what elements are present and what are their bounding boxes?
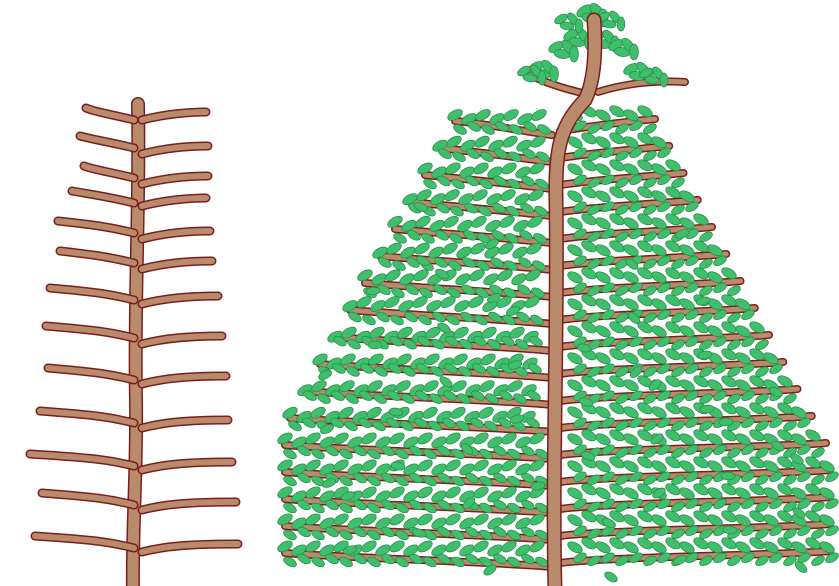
leaf — [472, 161, 490, 177]
leaf — [332, 512, 350, 528]
leaf — [360, 458, 378, 474]
leaf — [472, 431, 490, 447]
leaf — [365, 405, 383, 421]
leaf — [472, 485, 490, 501]
leaf — [451, 352, 469, 368]
leaf — [472, 512, 490, 528]
leaf — [473, 134, 491, 150]
leaf — [617, 17, 625, 31]
leaf — [442, 214, 460, 230]
leaf — [450, 378, 468, 394]
leaf — [570, 46, 579, 62]
leaf — [603, 570, 619, 584]
leaf — [332, 431, 350, 447]
leaf — [360, 512, 378, 528]
bare-branch-left — [40, 411, 134, 423]
leaf — [719, 418, 733, 426]
leaf — [453, 298, 471, 314]
leaf — [450, 474, 466, 488]
leaf — [416, 485, 434, 501]
leaf — [530, 107, 548, 123]
leaf — [416, 458, 434, 474]
leaf — [423, 352, 441, 368]
leaf — [472, 458, 490, 474]
leaf — [472, 539, 490, 555]
leaf — [360, 485, 378, 501]
leaf — [454, 271, 472, 287]
leaf — [660, 73, 668, 87]
leafy-tree — [276, 1, 839, 586]
leaf — [721, 472, 735, 480]
leaf — [575, 19, 583, 33]
leaf — [498, 214, 516, 230]
leaf — [360, 539, 378, 555]
leaf — [471, 187, 489, 203]
leaf — [500, 161, 518, 177]
leaf — [501, 134, 519, 150]
bare-branch-left — [35, 536, 134, 548]
leaf — [477, 405, 495, 421]
leaf — [499, 187, 517, 203]
leaf — [444, 485, 462, 501]
bare-tree — [30, 104, 238, 586]
leaf — [388, 512, 406, 528]
leaf — [416, 512, 434, 528]
leaf — [608, 103, 626, 119]
bare-branch-left — [30, 454, 134, 466]
leaf — [550, 66, 559, 82]
leaf — [506, 378, 524, 394]
leaf — [388, 539, 406, 555]
leaf — [444, 458, 462, 474]
leaf — [502, 107, 520, 123]
leaf — [388, 431, 406, 447]
bare-branch-left — [46, 326, 134, 338]
leaf — [421, 405, 439, 421]
leaf — [416, 431, 434, 447]
bare-branch-left — [42, 493, 134, 505]
leaf — [479, 352, 497, 368]
leaf — [450, 555, 466, 569]
leaf — [332, 458, 350, 474]
leaf — [444, 512, 462, 528]
leaf — [449, 405, 467, 421]
bare-branch-left — [48, 368, 134, 380]
leaf — [630, 44, 639, 60]
leaf — [538, 71, 546, 85]
leaf — [470, 214, 488, 230]
leaf — [510, 271, 528, 287]
leaf — [482, 271, 500, 287]
leaf — [444, 431, 462, 447]
leaf — [416, 539, 434, 555]
leaf — [388, 485, 406, 501]
leaf — [368, 341, 382, 349]
leaf — [443, 187, 461, 203]
leaf — [394, 378, 412, 394]
leaf — [360, 431, 378, 447]
leaf — [422, 378, 440, 394]
leaf — [478, 378, 496, 394]
leaf — [444, 539, 462, 555]
leaf — [450, 528, 466, 542]
